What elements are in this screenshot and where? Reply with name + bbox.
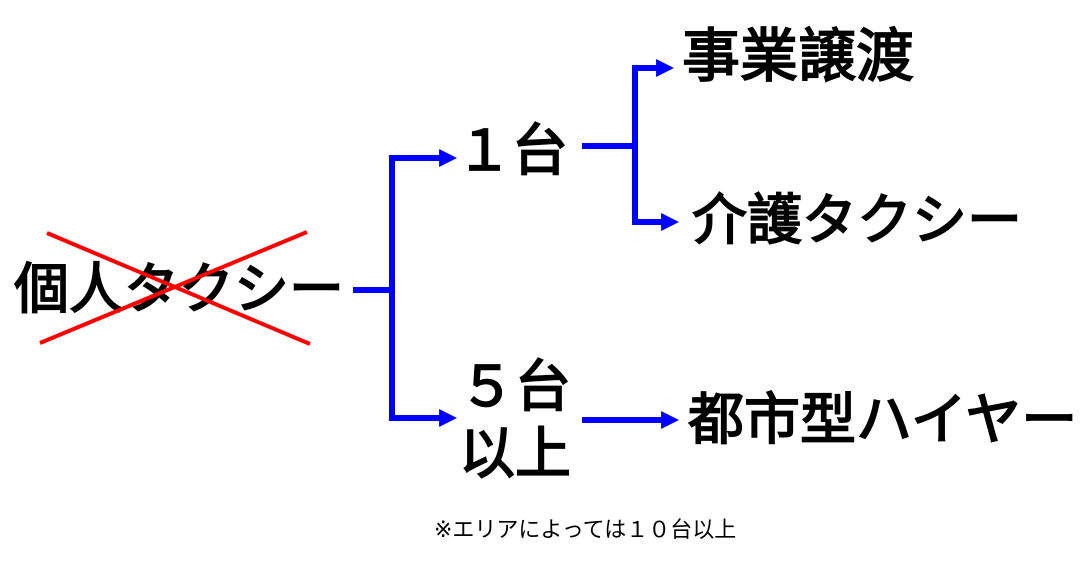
connector-fork2-bracket [632,59,680,231]
leaf-node-kaigo-taxi: 介護タクシー [692,189,1023,251]
leaf-node-toshigata-hire: 都市型ハイヤー [688,388,1078,451]
branch-node-5dai-ijo: ５台 以上 [459,355,571,485]
branch-node-1dai: １台 [456,119,568,182]
footnote-area-note: ※エリアによっては１０台以上 [434,517,737,542]
leaf-node-jigyo-joto: 事業譲渡 [682,24,915,89]
root-node-kojin-taxi: 個人タクシー [14,258,345,320]
connector-fork1-bracket [389,149,458,427]
